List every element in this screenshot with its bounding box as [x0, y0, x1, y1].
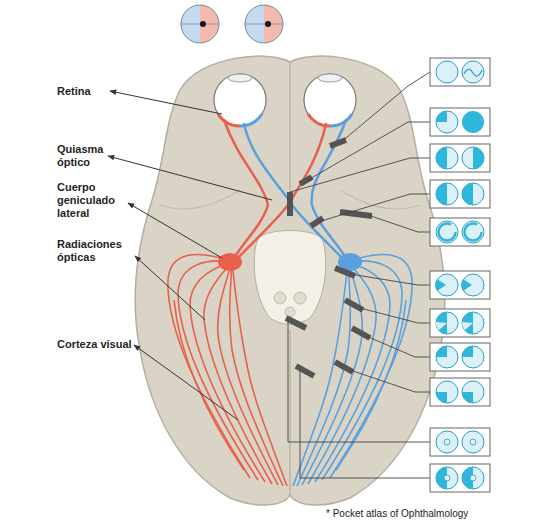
source-caption: * Pocket atlas of Ophthalmology — [326, 508, 468, 519]
brain-outline — [135, 56, 445, 505]
structure-label: Quiasma óptico — [57, 143, 109, 169]
lesion-leaders — [288, 72, 430, 478]
eyes — [214, 74, 356, 126]
lesion-bars — [286, 140, 372, 376]
optic-fibres — [224, 120, 346, 260]
blue-optic-radiations — [293, 253, 412, 486]
structure-label: Cuerpo geniculado lateral — [57, 181, 123, 220]
field-defect-boxes — [430, 58, 490, 492]
structure-label: Retina — [57, 85, 117, 98]
visual-field-circles — [181, 5, 283, 43]
structure-label: Radiaciones ópticas — [57, 238, 135, 264]
red-lgn — [218, 253, 242, 271]
label-leaders — [108, 91, 272, 420]
red-optic-radiations — [168, 255, 287, 486]
structure-label: Corteza visual — [57, 338, 157, 351]
